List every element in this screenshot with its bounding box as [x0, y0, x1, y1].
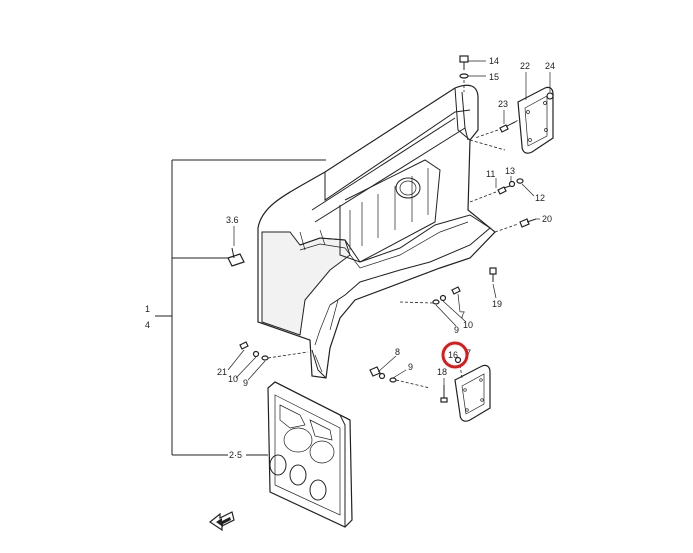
label-21: 21 [217, 367, 227, 377]
label-23: 23 [498, 99, 508, 109]
label-20: 20 [542, 214, 552, 224]
label-9-mid: 9 [408, 362, 413, 372]
label-14: 14 [489, 56, 499, 66]
label-12: 12 [535, 193, 545, 203]
label-11: 11 [486, 169, 495, 179]
cover-plate [517, 86, 554, 154]
label-8: 8 [395, 347, 400, 357]
label-4: 4 [145, 320, 150, 330]
leader-lines [227, 60, 551, 385]
label-22: 22 [520, 61, 530, 71]
label-9-upper: 9 [454, 325, 459, 335]
front-arrow-icon [208, 511, 235, 532]
label-15: 15 [489, 72, 499, 82]
label-2-5: 2·5 [229, 450, 242, 460]
label-24: 24 [545, 61, 555, 71]
fasteners [227, 55, 554, 403]
label-17: 7 [466, 348, 471, 358]
main-panel [257, 84, 496, 379]
front-panel [267, 381, 353, 528]
label-10-lower: 10 [228, 374, 238, 384]
label-13: 13 [505, 166, 515, 176]
label-7: 7 [460, 310, 465, 320]
label-9-lower: 9 [243, 378, 248, 388]
label-3-6: 3.6 [226, 215, 239, 225]
label-19: 19 [492, 299, 502, 309]
lid-plate [454, 364, 491, 422]
callout-labels: 14 15 22 24 23 11 13 12 20 3.6 19 7 10 9… [145, 56, 555, 460]
highlight-circle [441, 341, 469, 369]
label-1: 1 [145, 304, 150, 314]
label-18: 18 [437, 367, 447, 377]
group-brackets [155, 159, 326, 456]
label-10-upper: 10 [463, 320, 473, 330]
label-16: 16 [448, 350, 458, 360]
